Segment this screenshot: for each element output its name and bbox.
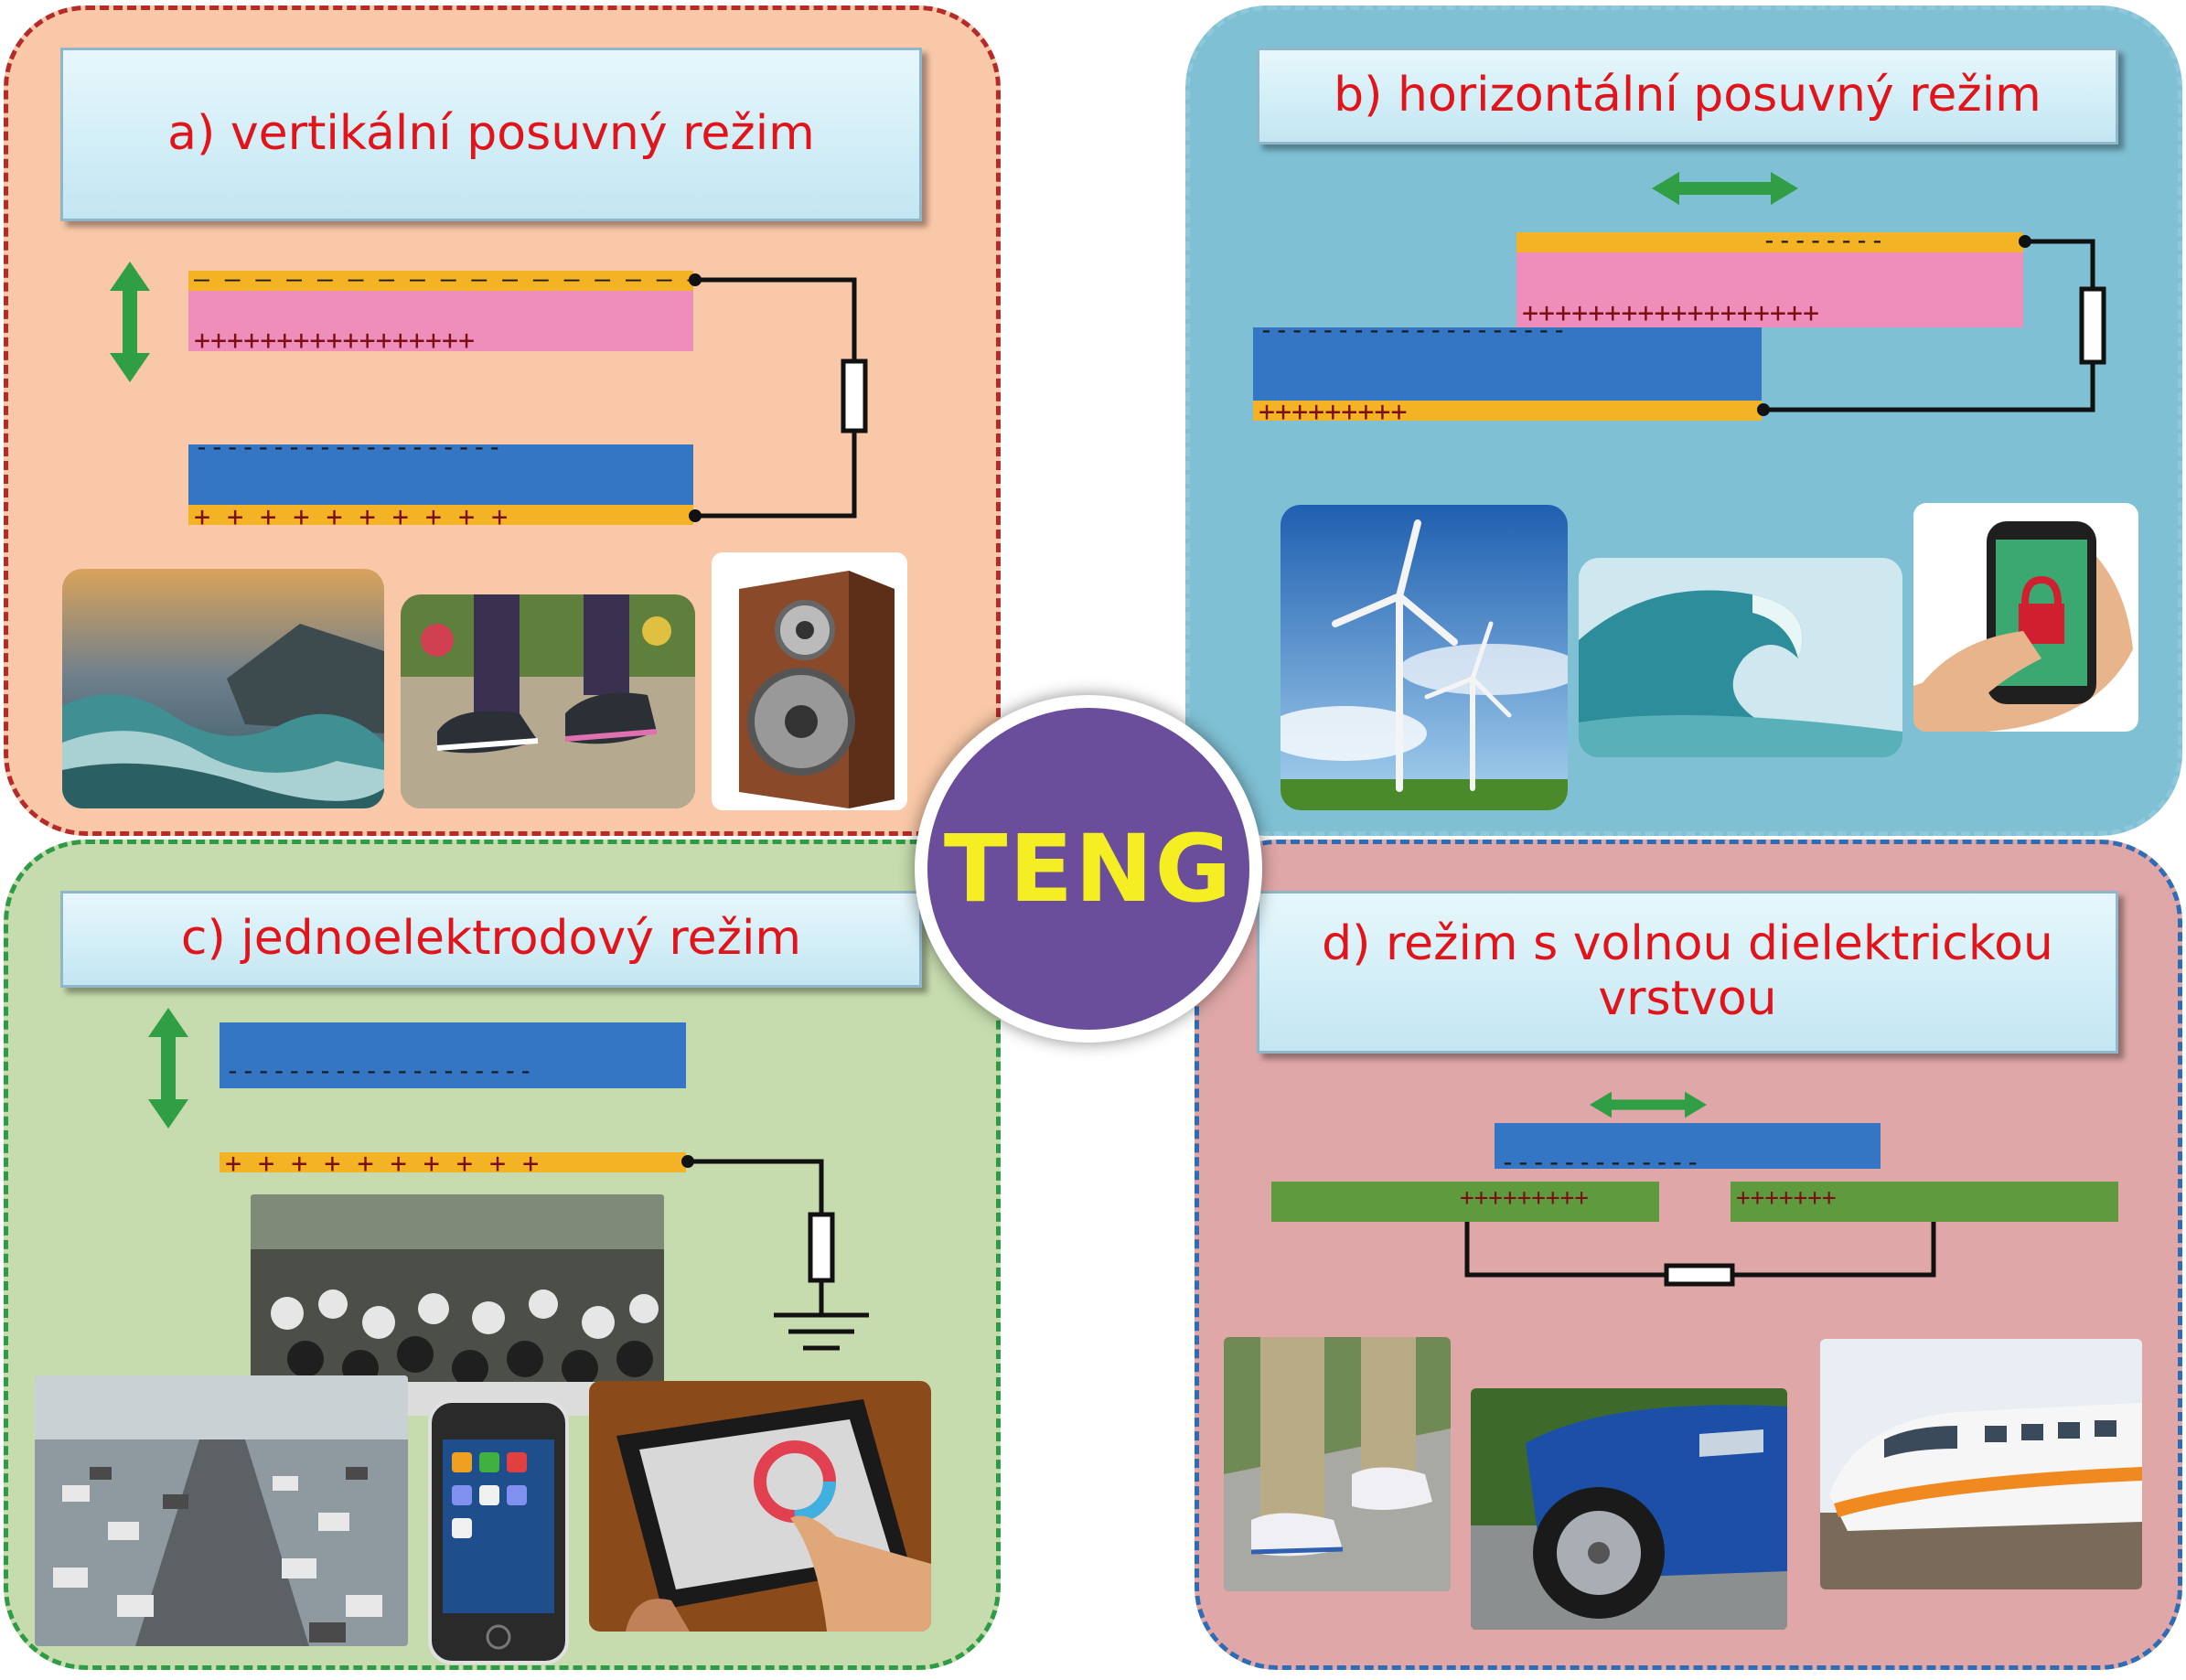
- quadrant-a-title: a) vertikální posuvný režim: [60, 48, 922, 221]
- b-top-dielectric: [1516, 252, 2023, 327]
- a-circuit-wire: [695, 277, 857, 519]
- diagram-b: -------- ++++++++++++++++++ ------------…: [1253, 172, 2106, 428]
- b-bottom-dielectric: [1253, 327, 1762, 401]
- teng-label: TENG: [943, 814, 1234, 924]
- a-bottom-minus-charges: --------------------: [194, 432, 502, 462]
- a-bottom-electrode: [188, 505, 693, 525]
- d-left-electrode: [1271, 1182, 1659, 1222]
- d-right-plus-charges: +++++++: [1736, 1184, 1837, 1212]
- wind-turbines: [1281, 505, 1568, 810]
- horizontal-arrow-b: [1652, 172, 1798, 205]
- a-bottom-dielectric: [188, 444, 693, 505]
- diagram-d: ------------- +++++++++ +++++++: [1271, 1091, 2118, 1287]
- a-resistor: [841, 358, 868, 433]
- a-bottom-plus-charges: + + + + + + + + + +: [194, 501, 508, 533]
- walking-shoes: [401, 594, 695, 808]
- d-left-plus-charges: +++++++++: [1460, 1184, 1589, 1212]
- ground-icon: [774, 1312, 869, 1351]
- c-dielectric: [220, 1022, 686, 1088]
- a-top-dielectric: [188, 291, 693, 351]
- d-resistor: [1664, 1263, 1735, 1287]
- teng-center-badge: TENG: [915, 695, 1262, 1043]
- a-top-plus-charges: +++++++++++++++++: [194, 325, 475, 357]
- phone-lock-hand: [1913, 503, 2138, 732]
- smartphone: [428, 1399, 569, 1664]
- ocean-waves-painting: [62, 569, 384, 808]
- c-plus-charges: + + + + + + + + + +: [225, 1148, 539, 1180]
- high-speed-train: [1820, 1339, 2142, 1589]
- b-bottom-minus-charges: --------------------: [1259, 315, 1567, 345]
- b-resistor: [2079, 286, 2106, 365]
- walking-feet: [1224, 1337, 1451, 1591]
- c-electrode: [220, 1152, 686, 1172]
- quadrant-b-title: b) horizontální posuvný režim: [1257, 48, 2118, 144]
- speaker: [712, 552, 907, 810]
- highway-traffic: [35, 1375, 408, 1646]
- ocean-wave: [1579, 558, 1902, 757]
- b-top-electrode: [1516, 232, 2023, 252]
- d-freestanding-layer: [1495, 1123, 1881, 1169]
- b-bottom-plus-charges: +++++++++: [1259, 396, 1408, 428]
- vertical-arrow-c: [148, 1008, 188, 1129]
- car-wheel: [1471, 1388, 1787, 1630]
- quadrant-d-title: d) režim s volnou dielektrickou vrstvou: [1257, 891, 2118, 1054]
- d-right-electrode: [1731, 1182, 2118, 1222]
- b-top-plus-charges: ++++++++++++++++++: [1522, 297, 1819, 329]
- a-top-electrode: [188, 271, 693, 291]
- diagram-c: -------------------- + + + + + + + + + +: [148, 1008, 869, 1351]
- crowd-of-people: [251, 1194, 664, 1416]
- b-top-minus-charges: --------: [1762, 225, 1885, 255]
- quadrant-c-title: c) jednoelektrodový režim: [60, 891, 922, 988]
- c-resistor: [808, 1212, 835, 1283]
- b-bottom-electrode: [1253, 401, 1762, 421]
- horizontal-arrow-d: [1590, 1091, 1707, 1118]
- c-circuit-wire: [688, 1159, 824, 1313]
- c-minus-charges: --------------------: [225, 1055, 533, 1086]
- a-top-minus-charges: – – – – – – – – – – – – – – – – –: [194, 263, 702, 294]
- d-minus-charges: -------------: [1500, 1147, 1700, 1177]
- tablet-touch: [589, 1381, 931, 1632]
- vertical-arrow-a: [110, 262, 150, 382]
- diagram-a: – – – – – – – – – – – – – – – – – ++++++…: [110, 262, 868, 533]
